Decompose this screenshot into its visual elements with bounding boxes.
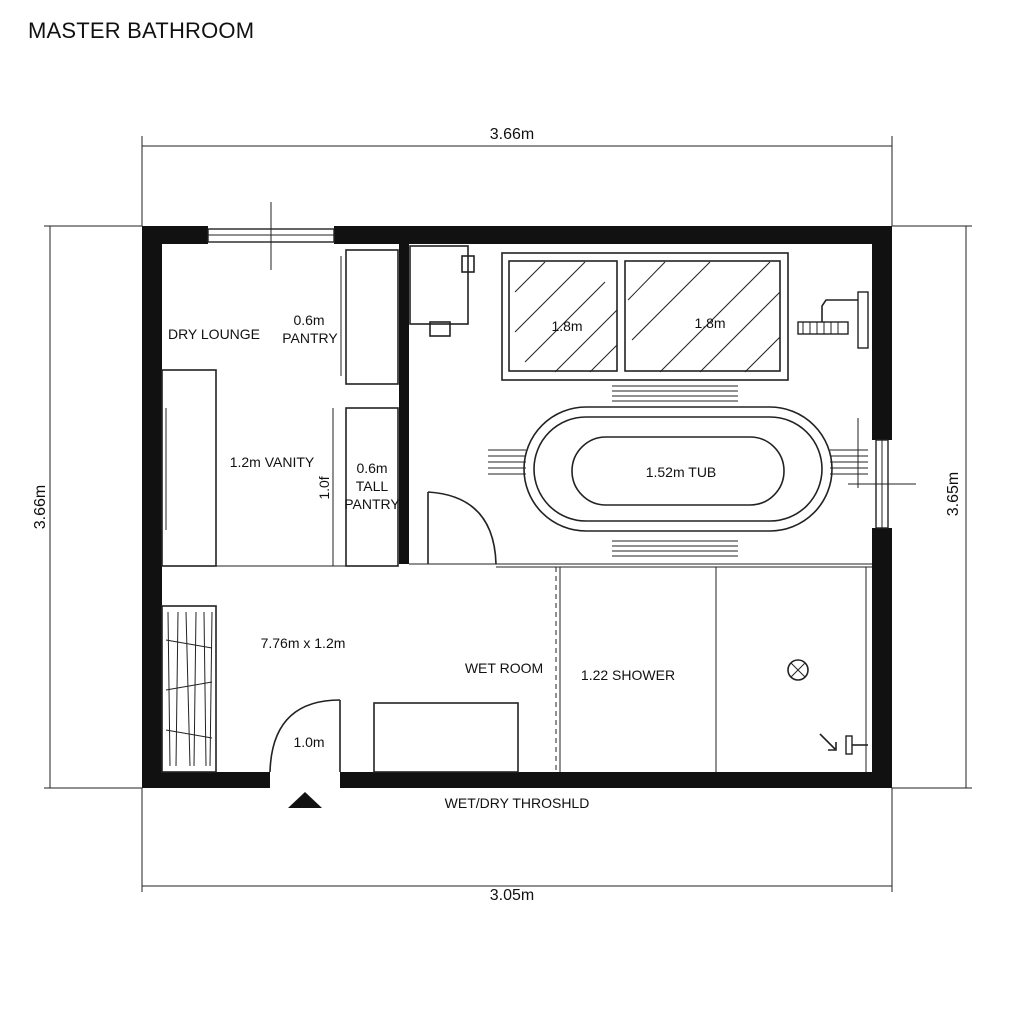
dimension-left: 3.66m — [32, 485, 49, 529]
dimension-top: 3.66m — [490, 126, 534, 143]
label-tall-pantry-word1: TALL — [356, 478, 389, 494]
tub-gratings — [488, 385, 868, 557]
shower-valve-icon — [819, 733, 868, 755]
bathtub — [523, 406, 833, 532]
top-window — [207, 202, 335, 270]
label-door-width: 1.0m — [293, 734, 324, 750]
wall-unit — [409, 245, 475, 337]
dimension-right: 3.65m — [945, 472, 962, 516]
tall-pantry — [332, 407, 399, 567]
floor-drain-icon — [787, 659, 809, 681]
label-pantry: PANTRY — [282, 330, 338, 346]
label-wet-room: WET ROOM — [465, 660, 543, 676]
label-corridor: 7.76m x 1.2m — [261, 635, 346, 651]
label-tall-pantry-word2: PANTRY — [344, 496, 400, 512]
label-threshold: WET/DRY THROSHLD — [445, 795, 590, 811]
wet-area-partitions — [496, 563, 872, 772]
plan-title: MASTER BATHROOM — [28, 18, 255, 43]
label-tall-pantry-size: 0.6m — [356, 460, 387, 476]
outer-walls — [142, 226, 892, 788]
vanity-cabinet — [161, 369, 333, 567]
label-window-right: 1.8m — [694, 315, 725, 331]
pantry-cabinet — [340, 249, 399, 385]
glazed-panels — [501, 252, 789, 381]
entry-arrow-icon — [288, 792, 322, 808]
label-shower: 1.22 SHOWER — [581, 667, 675, 683]
dimension-bottom: 3.05m — [490, 887, 534, 904]
interior-door-swing — [409, 491, 497, 565]
label-dry-lounge: DRY LOUNGE — [168, 326, 260, 342]
label-window-left: 1.8m — [551, 318, 582, 334]
label-pantry-size: 0.6m — [293, 312, 324, 328]
label-vanity: 1.2m VANITY — [230, 454, 315, 470]
right-window — [848, 418, 916, 529]
label-tub: 1.52m TUB — [646, 464, 717, 480]
entry-door-swing — [269, 699, 341, 773]
linen-cabinet — [161, 605, 217, 773]
dimension-lines — [44, 136, 972, 892]
bench — [373, 702, 519, 773]
label-vanity-side: 1.0f — [316, 476, 332, 499]
tub-faucet-icon — [797, 291, 869, 349]
